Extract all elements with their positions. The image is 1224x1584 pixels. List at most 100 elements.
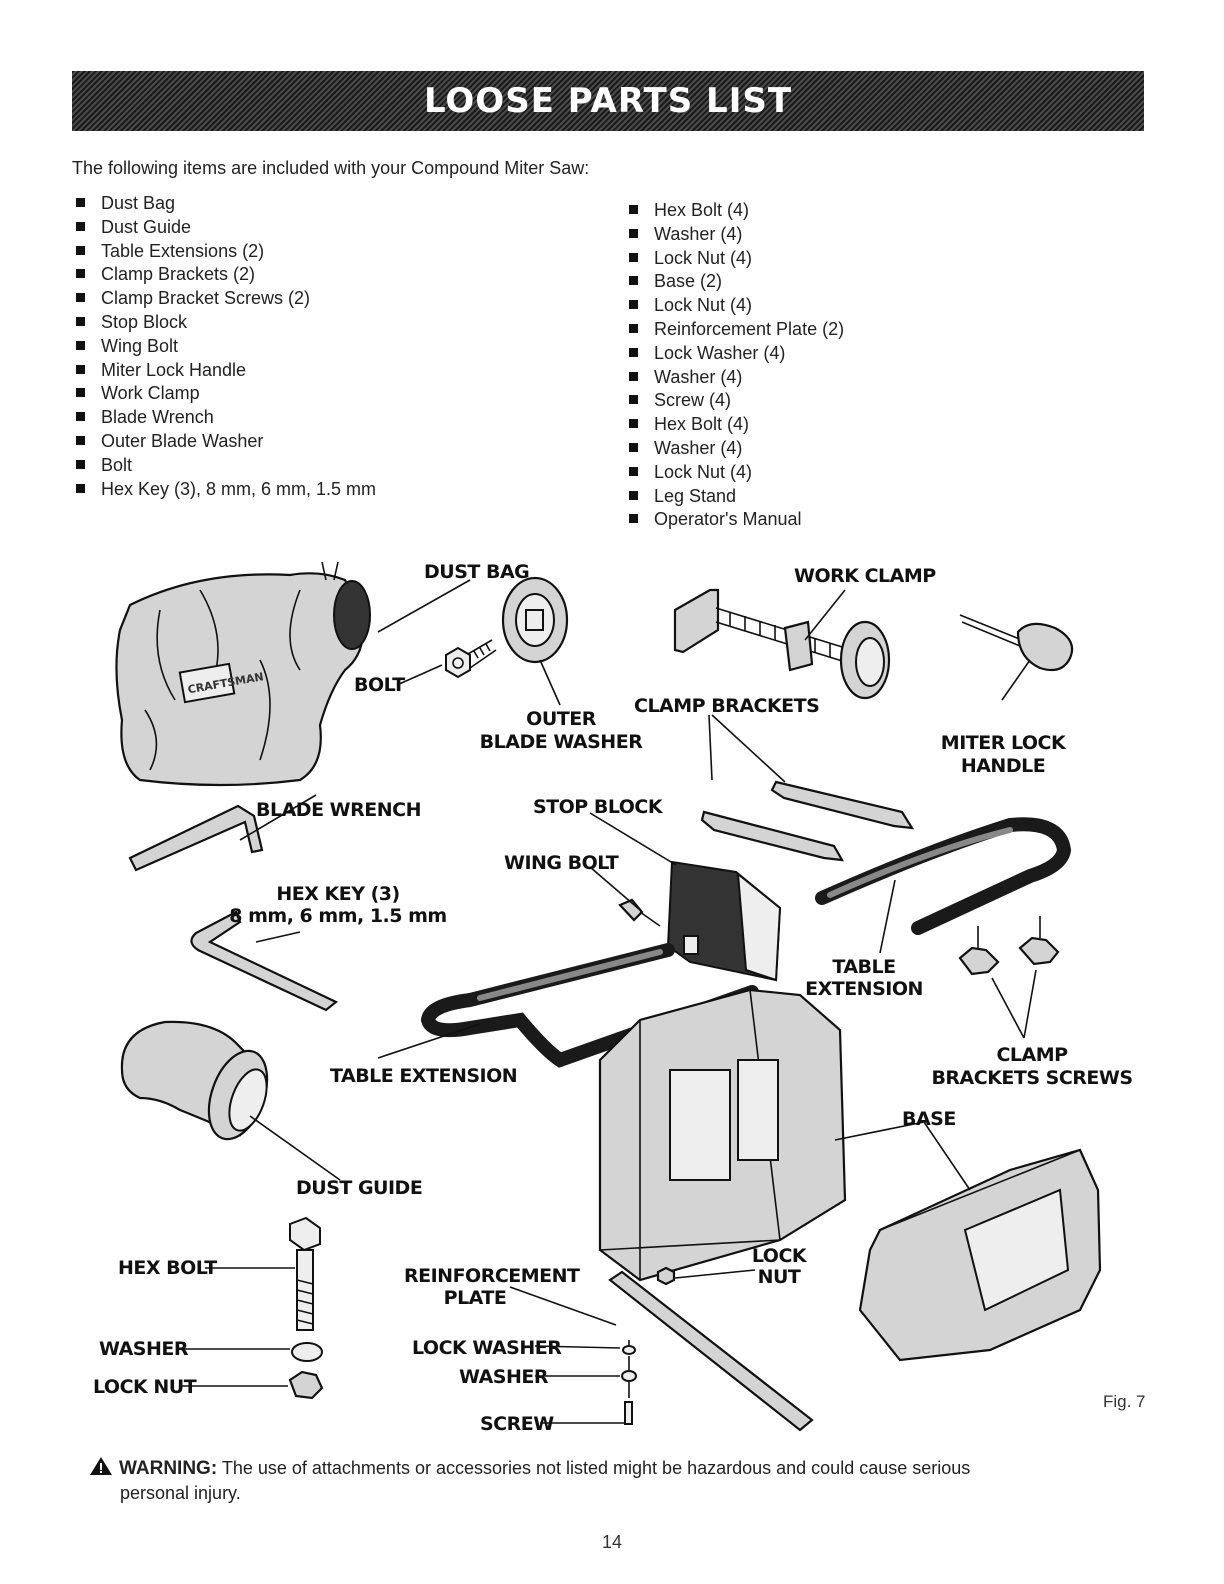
part-list-item-text: Blade Wrench <box>101 407 214 428</box>
part-list-item-text: Wing Bolt <box>101 335 179 356</box>
label-reinforcement: REINFORCEMENT <box>404 1265 580 1287</box>
bullet-square-icon <box>629 395 638 405</box>
label-dust-bag: DUST BAG <box>424 561 529 583</box>
small-washer-illustration <box>621 1370 637 1382</box>
hex-bolt-illustration <box>289 1216 321 1331</box>
part-list-item: Lock Nut (4) <box>629 294 844 318</box>
part-list-item-text: Stop Block <box>101 311 188 332</box>
warning-label: WARNING: <box>119 1458 218 1479</box>
bullet-square-icon <box>629 419 638 429</box>
dust-guide-illustration <box>120 1020 269 1141</box>
label-hex-key: HEX KEY (3) <box>276 883 399 905</box>
bullet-square-icon <box>76 221 85 231</box>
clamp-bracket-screws-illustration <box>958 916 1060 976</box>
label-miter-lock: MITER LOCK <box>941 732 1067 754</box>
bullet-square-icon <box>629 252 638 262</box>
intro-text: The following items are included with yo… <box>72 158 590 178</box>
label-table-extension: TABLE EXTENSION <box>330 1065 517 1087</box>
screw-illustration <box>624 1401 633 1425</box>
label-lock-washer: LOCK WASHER <box>412 1337 562 1359</box>
warning-notice: WARNING: The use of attachments or acces… <box>89 1456 1149 1505</box>
part-list-item-text: Hex Bolt (4) <box>654 414 750 435</box>
bullet-square-icon <box>629 442 638 452</box>
bullet-square-icon <box>629 466 638 476</box>
part-list-item: Operator's Manual <box>629 508 844 532</box>
part-list-item-text: Lock Nut (4) <box>654 461 753 482</box>
small-lock-nut-illustration <box>656 1266 676 1286</box>
dust-bag-illustration: CRAFTSMAN <box>115 561 371 787</box>
label-lock: LOCK <box>752 1245 808 1267</box>
base-right-illustration <box>858 1148 1102 1362</box>
part-list-item: Clamp Bracket Screws (2) <box>76 287 376 311</box>
part-list-item: Wing Bolt <box>76 335 376 359</box>
part-list-item-text: Operator's Manual <box>654 509 802 530</box>
label-nut: NUT <box>758 1266 801 1288</box>
bullet-square-icon <box>629 514 638 524</box>
page-number: 14 <box>601 1532 623 1552</box>
bullet-square-icon <box>629 323 638 333</box>
part-list-item: Hex Bolt (4) <box>629 199 844 223</box>
part-list-item-text: Lock Nut (4) <box>654 295 753 316</box>
warning-text-line2: personal injury. <box>120 1483 241 1503</box>
part-list-item-text: Lock Nut (4) <box>654 247 753 268</box>
part-list-item: Screw (4) <box>629 389 844 413</box>
part-list-item: Base (2) <box>629 270 844 294</box>
label-stop-block: STOP BLOCK <box>533 796 664 818</box>
label-washer: WASHER <box>99 1338 189 1360</box>
stop-block-illustration <box>666 860 782 982</box>
part-list-item-text: Screw (4) <box>654 390 732 411</box>
bullet-square-icon <box>76 364 85 374</box>
leader-lines <box>178 579 1037 1424</box>
part-list-item: Hex Bolt (4) <box>629 413 844 437</box>
figure-labels: DUST BAG WORK CLAMP BOLT OUTER BLADE WAS… <box>93 561 1133 1435</box>
section-banner: LOOSE PARTS LIST <box>72 71 1144 131</box>
bullet-square-icon <box>629 276 638 286</box>
part-list-item-text: Washer (4) <box>654 437 743 458</box>
bullet-square-icon <box>76 459 85 469</box>
label-blade-washer: BLADE WASHER <box>480 731 644 753</box>
label-plate: PLATE <box>444 1287 507 1309</box>
label-extension: EXTENSION <box>805 978 923 1000</box>
label-brackets-screws: BRACKETS SCREWS <box>931 1067 1132 1089</box>
reinforcement-plate-illustration <box>608 1270 814 1432</box>
label-hex-key-sizes: 8 mm, 6 mm, 1.5 mm <box>229 905 446 927</box>
part-list-item: Dust Guide <box>76 216 376 240</box>
washer-illustration <box>291 1342 323 1362</box>
part-list-item: Work Clamp <box>76 382 376 406</box>
part-list-item-text: Dust Bag <box>101 193 176 213</box>
label-base: BASE <box>902 1108 956 1130</box>
part-list-item-text: Outer Blade Washer <box>101 430 264 451</box>
label-work-clamp: WORK CLAMP <box>794 565 936 587</box>
bullet-square-icon <box>76 245 85 255</box>
label-clamp: CLAMP <box>996 1044 1068 1066</box>
part-list-item: Outer Blade Washer <box>76 430 376 454</box>
bullet-square-icon <box>629 205 638 214</box>
wing-bolt-illustration <box>618 898 661 927</box>
blade-wrench-illustration <box>128 804 264 872</box>
bullet-square-icon <box>76 340 85 350</box>
part-list-item: Stop Block <box>76 311 376 335</box>
label-table: TABLE <box>832 956 895 978</box>
label-outer: OUTER <box>526 708 597 730</box>
lock-nut-illustration <box>288 1370 324 1400</box>
label-washer-small: WASHER <box>459 1366 549 1388</box>
lock-washer-illustration <box>622 1345 636 1355</box>
bullet-square-icon <box>629 490 638 500</box>
label-handle: HANDLE <box>961 755 1045 777</box>
part-list-item: Table Extensions (2) <box>76 240 376 264</box>
label-bolt: BOLT <box>354 674 405 696</box>
table-extension-left-illustration <box>420 943 759 1068</box>
work-clamp-illustration <box>673 588 891 700</box>
bullet-square-icon <box>629 300 638 310</box>
part-list-item: Hex Key (3), 8 mm, 6 mm, 1.5 mm <box>76 478 376 502</box>
bullet-square-icon <box>76 316 85 326</box>
bolt-illustration <box>445 639 497 679</box>
label-dust-guide: DUST GUIDE <box>296 1177 422 1199</box>
bullet-square-icon <box>76 198 85 207</box>
part-list-item-text: Dust Guide <box>101 216 192 237</box>
part-list-item: Leg Stand <box>629 485 844 509</box>
bullet-square-icon <box>76 269 85 279</box>
part-list-item: Washer (4) <box>629 223 844 247</box>
part-list-item: Washer (4) <box>629 437 844 461</box>
